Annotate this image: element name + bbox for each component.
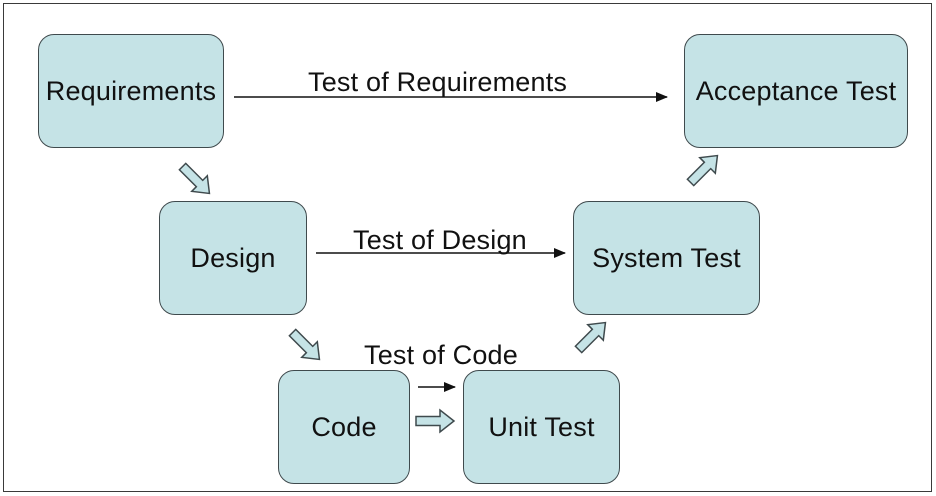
- node-requirements: Requirements: [38, 34, 224, 148]
- node-design-label: Design: [190, 242, 276, 273]
- block-arrow-design-to-code: [288, 328, 321, 361]
- block-arrow-system-test-to-acceptance-test: [686, 154, 719, 187]
- node-acceptance-test-label: Acceptance Test: [695, 75, 897, 106]
- edge-label-test-of-design: Test of Design: [353, 225, 527, 255]
- block-arrow-unit-test-to-system-test: [574, 321, 607, 354]
- block-arrow-code-to-unit-test: [415, 408, 456, 434]
- node-system-test-label: System Test: [592, 242, 741, 273]
- block-arrow-requirements-to-design: [178, 162, 211, 195]
- node-code-label: Code: [311, 411, 377, 442]
- node-unit-test-label: Unit Test: [488, 411, 595, 442]
- node-requirements-label: Requirements: [45, 75, 217, 106]
- node-code: Code: [278, 370, 410, 484]
- edge-label-test-of-requirements: Test of Requirements: [308, 67, 568, 97]
- node-unit-test: Unit Test: [463, 370, 620, 484]
- node-acceptance-test: Acceptance Test: [684, 34, 908, 148]
- node-system-test: System Test: [573, 201, 760, 315]
- node-design: Design: [159, 201, 307, 315]
- edge-label-test-of-code: Test of Code: [364, 340, 518, 370]
